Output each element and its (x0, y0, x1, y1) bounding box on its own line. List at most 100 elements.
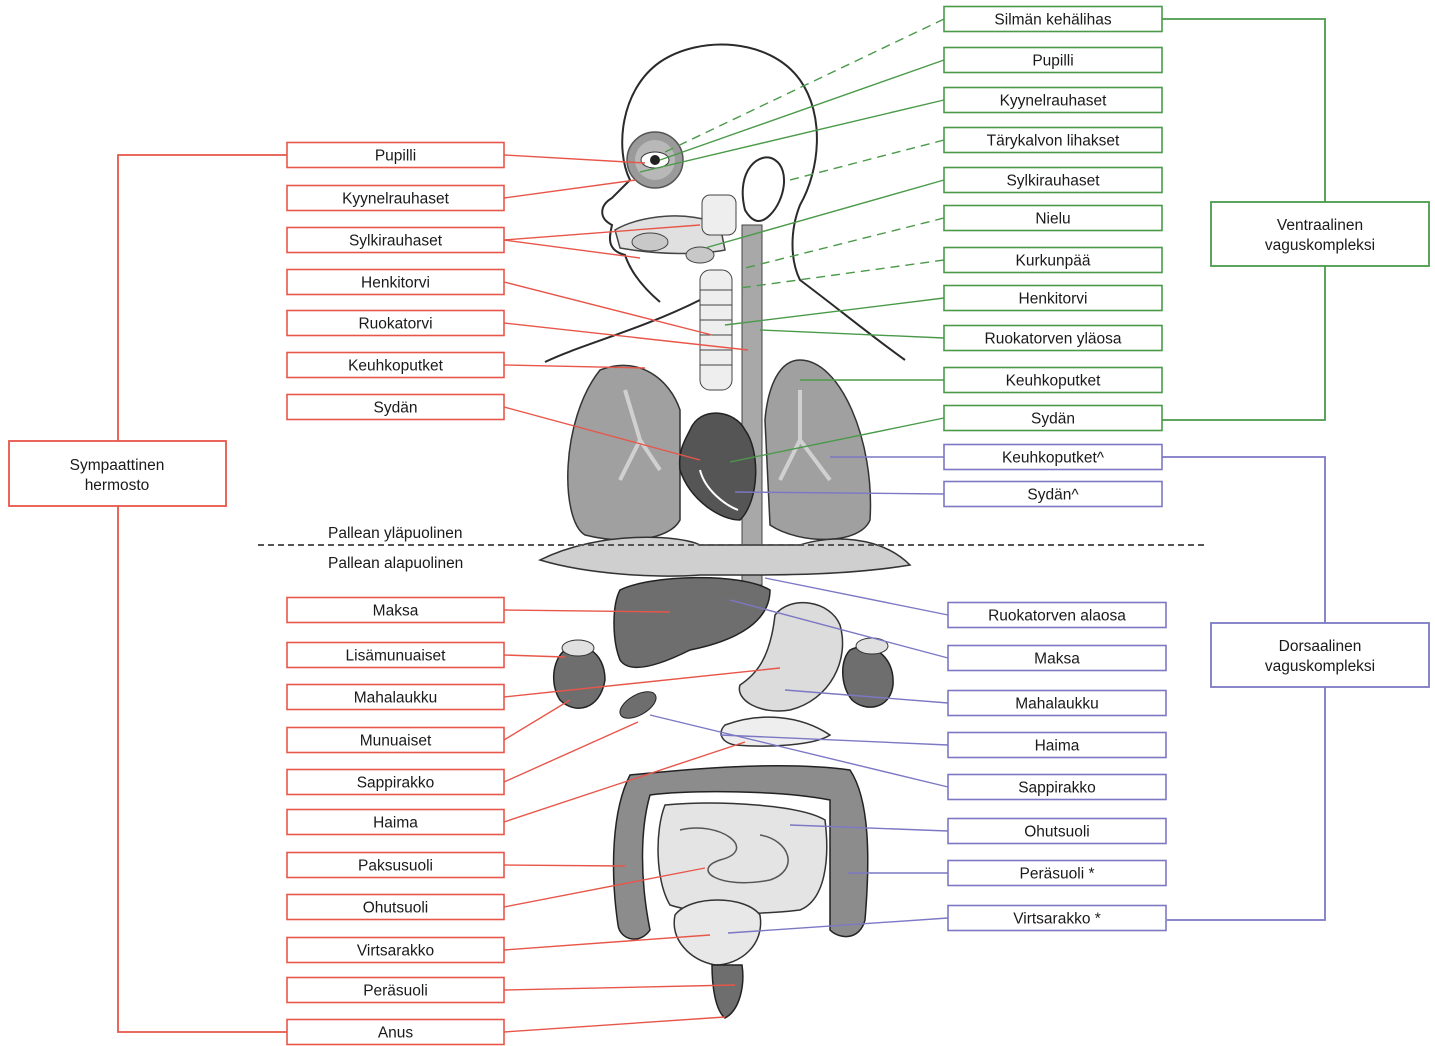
ventral-title-line1: Ventraalinen (1277, 217, 1363, 234)
label-text: Keuhkoputket (348, 358, 443, 375)
sympathetic-bracket (118, 155, 287, 1032)
bladder-icon (674, 900, 760, 965)
label-box-dorsal-lower-7: Virtsarakko * (948, 906, 1166, 931)
label-text: Pupilli (1032, 53, 1073, 70)
ventral-group-box: Ventraalinen vaguskompleksi (1211, 202, 1429, 266)
label-box-sympathetic-10: Munuaiset (287, 728, 504, 753)
label-text: Haima (1035, 738, 1080, 755)
label-box-dorsal-upper-1: Sydän^ (944, 482, 1162, 507)
label-text: Keuhkoputket (1006, 373, 1101, 390)
label-box-ventral-6: Kurkunpää (944, 248, 1162, 273)
label-text: Henkitorvi (1019, 291, 1088, 308)
below-diaphragm-label: Pallean alapuolinen (328, 555, 463, 572)
label-box-sympathetic-13: Paksusuoli (287, 853, 504, 878)
above-diaphragm-label: Pallean yläpuolinen (328, 525, 462, 542)
label-text: Sappirakko (357, 775, 435, 792)
label-text: Virtsarakko (357, 943, 434, 960)
label-text: Kyynelrauhaset (1000, 93, 1108, 110)
label-box-ventral-7: Henkitorvi (944, 286, 1162, 311)
label-box-sympathetic-1: Kyynelrauhaset (287, 186, 504, 211)
label-box-sympathetic-2: Sylkirauhaset (287, 228, 504, 253)
label-text: Silmän kehälihas (994, 12, 1111, 29)
label-text: Mahalaukku (354, 690, 438, 707)
sympathetic-title-line2: hermosto (85, 477, 150, 494)
label-text: Lisämunuaiset (346, 648, 447, 665)
label-text: Henkitorvi (361, 275, 430, 292)
ear-icon (743, 157, 784, 221)
label-text: Ruokatorvi (358, 316, 432, 333)
rectum-icon (712, 965, 743, 1018)
ventral-labels: Silmän kehälihasPupilliKyynelrauhasetTär… (944, 7, 1162, 431)
label-box-dorsal-lower-5: Ohutsuoli (948, 819, 1166, 844)
label-box-ventral-5: Nielu (944, 206, 1162, 231)
label-box-sympathetic-7: Maksa (287, 598, 504, 623)
label-text: Tärykalvon lihakset (987, 133, 1120, 150)
label-text: Nielu (1035, 211, 1070, 228)
small-intestine-icon (658, 803, 827, 913)
shoulder-left (545, 300, 700, 362)
label-text: Maksa (1034, 651, 1080, 668)
diaphragm-icon (540, 537, 910, 576)
adrenal-icon (562, 640, 594, 656)
label-box-ventral-0: Silmän kehälihas (944, 7, 1162, 32)
label-text: Maksa (373, 603, 419, 620)
label-box-ventral-9: Keuhkoputket (944, 368, 1162, 393)
trachea-icon (700, 270, 732, 390)
sympathetic-labels: PupilliKyynelrauhasetSylkirauhasetHenkit… (287, 143, 504, 1045)
label-box-sympathetic-15: Virtsarakko (287, 938, 504, 963)
label-box-sympathetic-12: Haima (287, 810, 504, 835)
label-text: Peräsuoli (363, 983, 428, 1000)
label-text: Sydän (374, 400, 418, 417)
label-box-ventral-10: Sydän (944, 406, 1162, 431)
sympathetic-title-line1: Sympaattinen (70, 457, 165, 474)
label-text: Sylkirauhaset (1006, 173, 1100, 190)
label-text: Anus (378, 1025, 414, 1042)
right-lung-icon (765, 360, 870, 539)
label-box-dorsal-lower-3: Haima (948, 733, 1166, 758)
dorsal-bracket (1162, 457, 1325, 920)
ventral-title-line2: vaguskompleksi (1265, 237, 1375, 254)
label-box-ventral-8: Ruokatorven yläosa (944, 326, 1162, 351)
label-box-sympathetic-6: Sydän (287, 395, 504, 420)
label-box-dorsal-lower-4: Sappirakko (948, 775, 1166, 800)
pancreas-icon (721, 717, 830, 746)
label-box-sympathetic-0: Pupilli (287, 143, 504, 168)
salivary-gland-icon (632, 233, 668, 251)
label-box-dorsal-lower-1: Maksa (948, 646, 1166, 671)
label-text: Ohutsuoli (1024, 824, 1089, 841)
label-text: Kyynelrauhaset (342, 191, 450, 208)
label-text: Ruokatorven yläosa (985, 331, 1122, 348)
label-box-ventral-3: Tärykalvon lihakset (944, 128, 1162, 153)
label-text: Mahalaukku (1015, 696, 1099, 713)
label-box-sympathetic-9: Mahalaukku (287, 685, 504, 710)
label-text: Sylkirauhaset (349, 233, 443, 250)
label-text: Pupilli (375, 148, 416, 165)
heart-icon (680, 413, 756, 520)
label-box-sympathetic-17: Anus (287, 1020, 504, 1045)
label-box-sympathetic-16: Peräsuoli (287, 978, 504, 1003)
label-box-sympathetic-14: Ohutsuoli (287, 895, 504, 920)
label-text: Sydän (1031, 411, 1075, 428)
dorsal-group-box: Dorsaalinen vaguskompleksi (1211, 623, 1429, 687)
larynx-icon (702, 195, 736, 235)
label-text: Ruokatorven alaosa (988, 608, 1126, 625)
label-text: Virtsarakko * (1013, 911, 1101, 928)
label-text: Keuhkoputket^ (1002, 450, 1105, 467)
label-box-sympathetic-4: Ruokatorvi (287, 311, 504, 336)
label-box-dorsal-upper-0: Keuhkoputket^ (944, 445, 1162, 470)
liver-icon (614, 578, 770, 668)
sympathetic-group-box: Sympaattinen hermosto (9, 441, 226, 506)
label-box-ventral-2: Kyynelrauhaset (944, 88, 1162, 113)
label-text: Peräsuoli * (1020, 866, 1095, 883)
dorsal-labels: Keuhkoputket^ Sydän^ Ruokatorven alaosaMak… (944, 445, 1166, 931)
label-text: Sydän^ (1027, 487, 1079, 504)
label-text: Kurkunpää (1016, 253, 1091, 270)
label-box-dorsal-lower-2: Mahalaukku (948, 691, 1166, 716)
label-text: Sappirakko (1018, 780, 1096, 797)
label-box-sympathetic-5: Keuhkoputket (287, 353, 504, 378)
esophagus-icon (742, 225, 762, 585)
label-text: Munuaiset (360, 733, 432, 750)
label-text: Haima (373, 815, 418, 832)
